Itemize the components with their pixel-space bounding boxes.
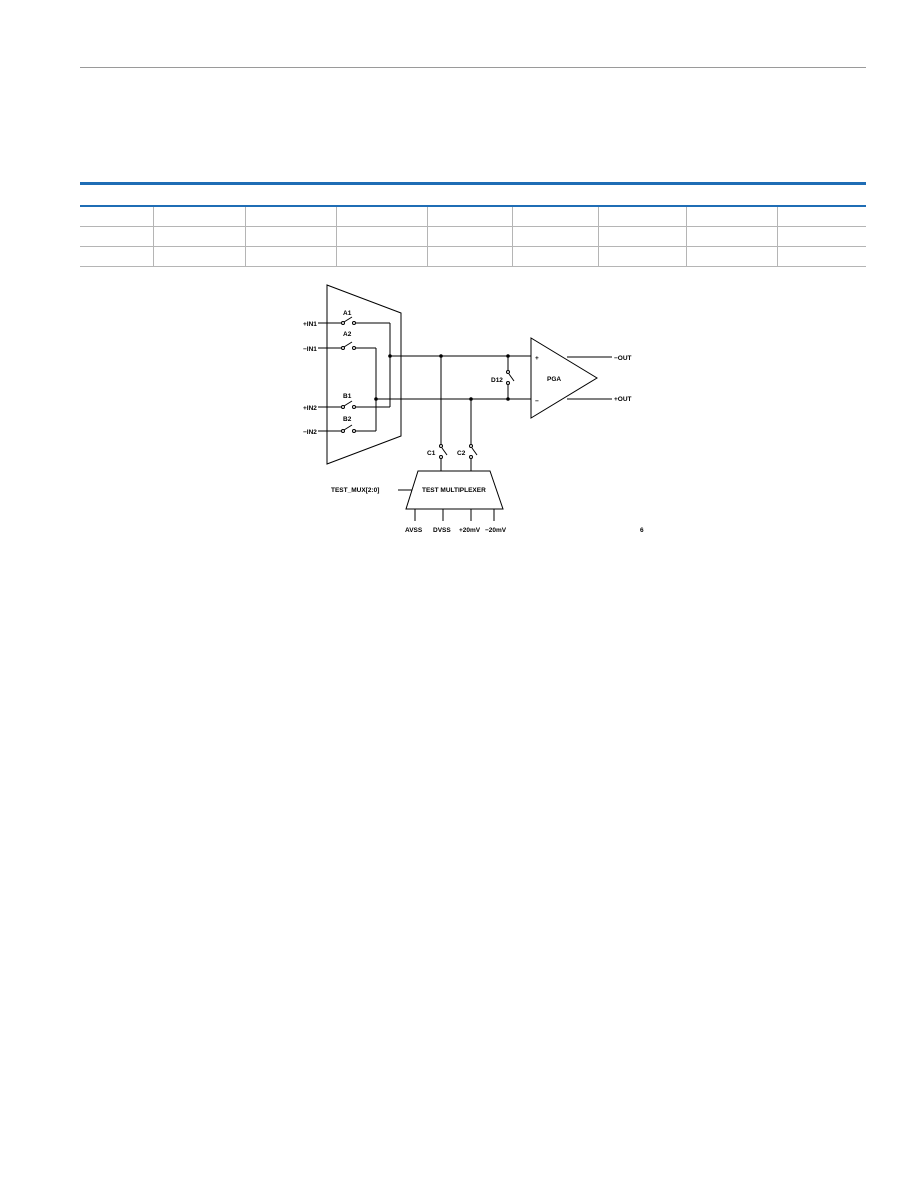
- plus-in2-label: +IN2: [303, 405, 317, 412]
- minus-20mv-label: −20mV: [485, 527, 507, 534]
- table-row: [80, 226, 866, 247]
- switch-c2-label: C2: [457, 450, 466, 457]
- switch-c1-label: C1: [427, 450, 436, 457]
- switch-b2-label: B2: [343, 416, 352, 423]
- minus-in1-label: −IN1: [303, 346, 317, 353]
- pga-plus-label: +: [535, 355, 539, 362]
- empty-table: [80, 207, 866, 267]
- pga-amplifier: [530, 337, 598, 419]
- plus-out-label: +OUT: [614, 396, 632, 403]
- minus-out-label: −OUT: [614, 355, 632, 362]
- switch-d12-label: D12: [491, 377, 503, 384]
- table-row: [80, 207, 866, 227]
- input-multiplexer-block: [326, 284, 402, 465]
- plus-20mv-label: +20mV: [459, 527, 481, 534]
- test-multiplexer-label: TEST MULTIPLEXER: [422, 487, 486, 494]
- switch-a1-label: A1: [343, 310, 352, 317]
- test-multiplexer-block: [405, 470, 504, 510]
- pga-minus-label: −: [535, 398, 539, 405]
- figure-code: 6: [640, 527, 644, 534]
- table-top-rule: [80, 182, 866, 185]
- header-rule: [80, 67, 866, 68]
- switch-a2-label: A2: [343, 331, 352, 338]
- table-header-rule: [80, 205, 866, 207]
- avss-label: AVSS: [405, 527, 423, 534]
- dvss-label: DVSS: [433, 527, 451, 534]
- plus-in1-label: +IN1: [303, 321, 317, 328]
- minus-in2-label: −IN2: [303, 429, 317, 436]
- table-row: [80, 246, 866, 267]
- pga-label: PGA: [547, 376, 561, 383]
- test-mux-control-label: TEST_MUX[2:0]: [331, 487, 379, 494]
- switch-b1-label: B1: [343, 393, 352, 400]
